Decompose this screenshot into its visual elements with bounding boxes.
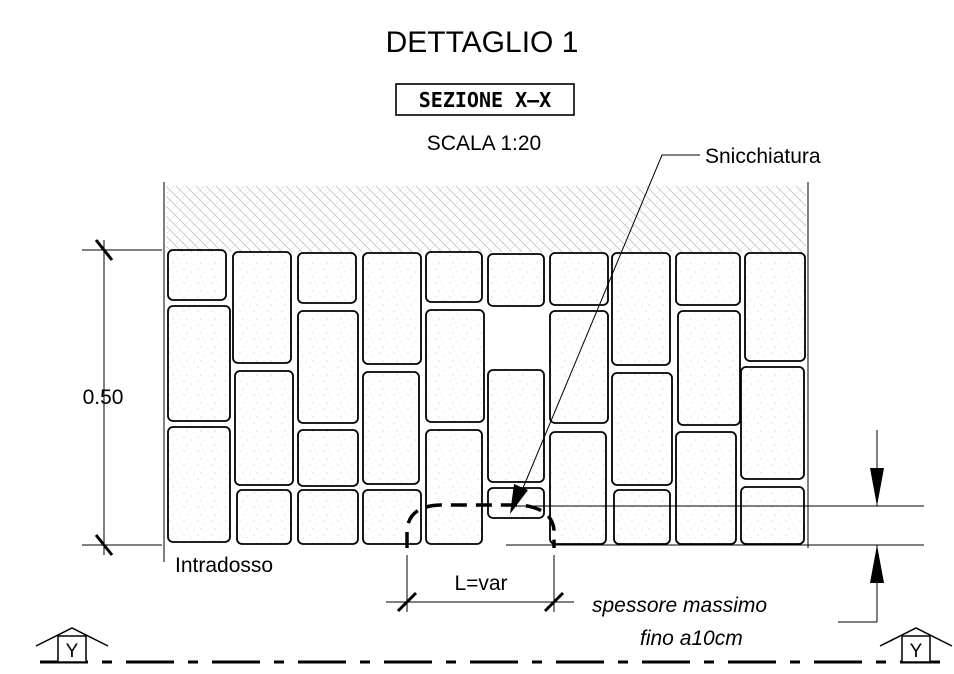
masonry-stone	[425, 251, 483, 303]
scale-label: SCALA 1:20	[427, 132, 541, 155]
masonry-stone	[744, 252, 806, 362]
masonry-stone	[234, 370, 294, 486]
masonry-stone	[675, 431, 737, 545]
masonry-stone	[549, 431, 607, 545]
intradosso-label: Intradosso	[175, 554, 273, 577]
max-thickness-dimension	[506, 430, 924, 623]
drawing-title: DETTAGLIO 1	[386, 26, 579, 59]
section-label-frame	[395, 83, 575, 116]
masonry-stone	[425, 309, 485, 423]
masonry-stone	[167, 305, 231, 422]
masonry-stone	[740, 486, 805, 545]
snicchiatura-leader-line	[517, 154, 700, 501]
section-mark-right-letter: Y	[910, 641, 923, 662]
section-mark-left-letter: Y	[66, 641, 79, 662]
masonry-stone	[487, 253, 545, 307]
masonry-stone	[297, 252, 357, 304]
masonry-stone	[677, 310, 741, 426]
masonry-stone	[167, 249, 227, 301]
masonry-stone	[549, 310, 609, 424]
masonry-stone	[297, 429, 359, 487]
snicchiatura-label: Snicchiatura	[705, 145, 821, 168]
masonry-stone	[297, 310, 359, 424]
masonry-stone	[362, 252, 422, 365]
masonry-stone	[297, 489, 359, 545]
masonry-stone	[740, 366, 805, 480]
masonry-stone	[549, 252, 609, 306]
masonry-stone	[675, 252, 741, 306]
section-mark-right	[879, 627, 953, 663]
section-mark-left	[35, 627, 109, 663]
note-line-1: spessore massimo	[592, 594, 767, 617]
masonry-stone	[611, 252, 671, 366]
masonry-stone	[167, 426, 231, 543]
masonry-stones	[167, 249, 806, 545]
soil-fill	[166, 186, 806, 252]
masonry-stone	[232, 251, 292, 364]
masonry-stone	[236, 489, 292, 545]
masonry-stone	[362, 371, 420, 485]
masonry-stone	[611, 372, 673, 486]
masonry-stone	[362, 489, 422, 545]
thickness-label: 0.50	[83, 386, 124, 409]
masonry-stone	[425, 429, 483, 545]
section-label: SEZIONE X–X	[419, 88, 551, 112]
masonry-stone	[613, 489, 671, 545]
note-line-2: fino a10cm	[640, 627, 743, 650]
length-label: L=var	[454, 572, 507, 595]
snicchiatura-cut-line	[405, 503, 556, 548]
length-dimension	[386, 555, 574, 613]
thickness-dimension	[82, 239, 162, 556]
masonry-stone	[487, 369, 545, 483]
